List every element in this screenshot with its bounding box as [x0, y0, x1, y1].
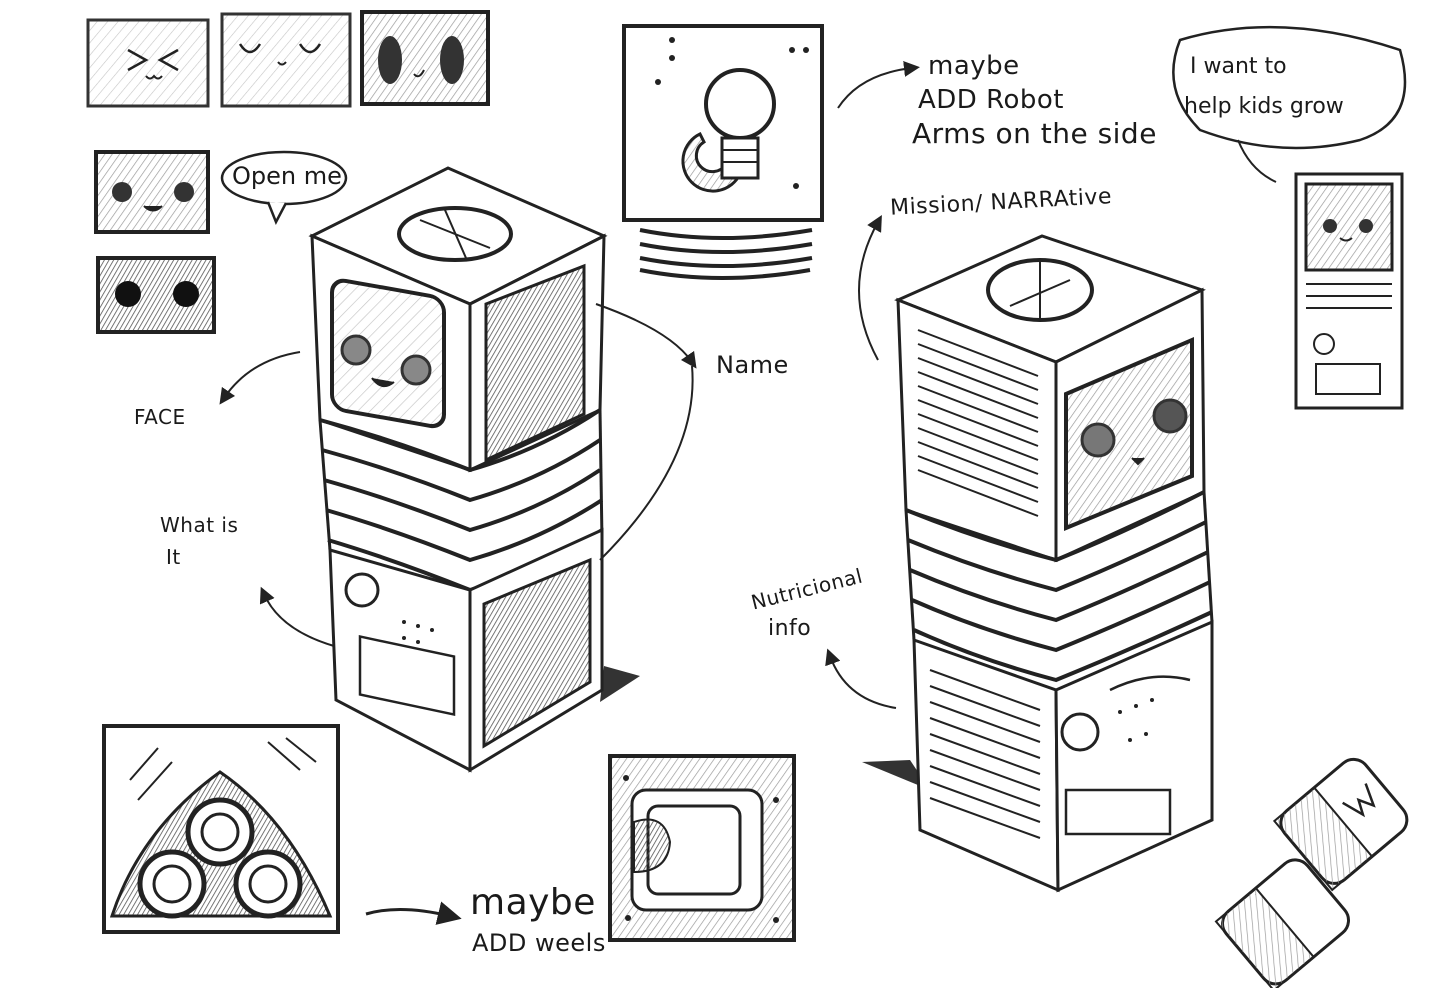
right-robot-tower: [862, 234, 1214, 893]
wheels-panel: [102, 724, 340, 934]
kids-line2: help kids grow: [1184, 94, 1344, 119]
arrow-arms: [837, 60, 920, 109]
arrow-mission: [858, 215, 882, 361]
face-label: FACE: [134, 405, 186, 429]
face-swatch-1: [86, 18, 210, 108]
face-swatch-2: [220, 12, 352, 108]
lid-sketches: [1214, 757, 1409, 988]
kids-line1: I want to: [1190, 54, 1287, 79]
maybe-arms-line2: ADD Robot: [918, 85, 1065, 115]
maybe-wheels-line1: maybe: [470, 882, 596, 923]
maybe-arms-line3: Arms on the side: [912, 117, 1157, 150]
what-is-it-label-line2: It: [166, 545, 181, 569]
left-robot-tower: [308, 166, 640, 773]
robot-arm-panel: [622, 24, 824, 280]
maybe-arms-line1: maybe: [928, 51, 1020, 81]
arrow-face: [219, 351, 301, 405]
maybe-wheels-line2: ADD weels: [472, 929, 606, 957]
face-swatch-5: [96, 256, 216, 334]
nutricional-line2: info: [768, 616, 812, 641]
side-panel-sketch: [1294, 172, 1404, 410]
speech-bubble-open-me: [220, 150, 348, 225]
arrow-name-top: [595, 303, 697, 369]
arrow-name-bottom: [599, 365, 694, 561]
arrow-wheels: [365, 901, 462, 925]
arrow-what-is-it: [259, 586, 335, 647]
bottom-plate: [608, 754, 796, 942]
arrow-nutricional: [825, 648, 897, 709]
face-swatch-4: [94, 150, 210, 234]
speech-bubble-kids: [1172, 25, 1407, 183]
what-is-it-label-line1: What is: [160, 513, 239, 537]
name-label: Name: [716, 351, 789, 379]
face-swatch-3: [360, 10, 490, 106]
open-me-label: Open me: [232, 162, 342, 190]
